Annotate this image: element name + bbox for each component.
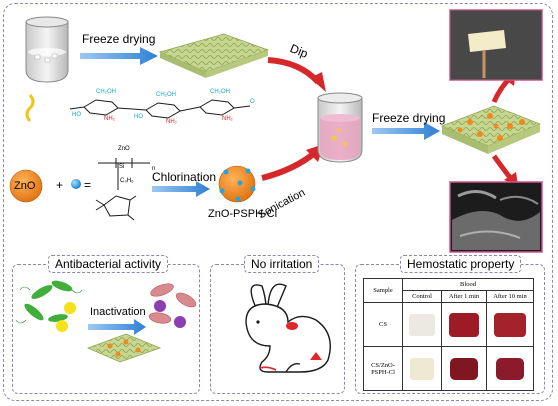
cell-cs-1min xyxy=(441,302,487,347)
chitosan-nh2-1: NH₂ xyxy=(104,116,115,122)
table-row-composite-label: CS/ZnO-PSPH-Cl xyxy=(363,346,403,391)
zno-psph-cl-particle xyxy=(218,165,256,203)
reagent-dot xyxy=(71,179,81,189)
table-col-10min: After 10 min xyxy=(486,290,534,303)
table-col-control: Control xyxy=(402,290,442,303)
monomer-structure xyxy=(95,158,150,221)
label-equals: = xyxy=(84,178,92,192)
dead-bacteria xyxy=(148,283,197,324)
chitosan-nh2-2: NH₂ xyxy=(166,119,177,125)
table-col-1min: After 1 min xyxy=(441,290,487,303)
chitosan-ch2oh-1: CH₂OH xyxy=(96,89,116,95)
monomer-n-label: n xyxy=(152,166,156,172)
panel-title-hemostatic: Hemostatic property xyxy=(400,255,522,273)
purple-dots xyxy=(154,300,186,328)
chitosan-ch2oh-2: CH₂OH xyxy=(156,92,176,98)
cell-comp-1min xyxy=(441,346,487,391)
cell-comp-control xyxy=(402,346,442,391)
zno-ball xyxy=(9,169,43,203)
panel-title-no-irritation: No irritation xyxy=(244,255,320,273)
monomer-zno-label: ZnO xyxy=(118,146,130,152)
chitosan-ho-2: HO xyxy=(134,114,143,120)
chitosan-ho-1: HO xyxy=(72,112,81,118)
label-freeze-drying-top: Freeze drying xyxy=(82,32,156,46)
arrow-freeze-drying-top xyxy=(80,47,158,65)
monomer-c3h6-label: C₃H₆ xyxy=(120,178,134,184)
cell-comp-10min xyxy=(486,346,534,391)
beaker-2 xyxy=(317,92,363,163)
table-header-sample: Sample xyxy=(363,278,403,303)
monomer-si-label: Si xyxy=(119,164,125,170)
arrow-chlorination xyxy=(152,181,210,197)
cell-cs-control xyxy=(402,302,442,347)
outer-frame xyxy=(3,3,553,401)
hemostatic-table: Sample Blood Control After 1 min After 1… xyxy=(363,278,534,391)
cell-cs-10min xyxy=(486,302,534,347)
label-plus: + xyxy=(56,178,64,192)
rabbit-drawing xyxy=(245,283,331,373)
label-zno-psph-cl: ZnO-PSPH-Cl xyxy=(208,208,278,220)
composite-sponge xyxy=(440,105,542,154)
chitosan-chain xyxy=(69,99,251,119)
table-header-blood: Blood xyxy=(402,278,534,291)
green-bacteria xyxy=(24,280,73,322)
arrow-freeze-drying-mid xyxy=(372,122,440,140)
table-row-cs-label: CS xyxy=(363,302,403,347)
panel-title-antibacterial: Antibacterial activity xyxy=(48,255,169,273)
label-inactivation: Inactivation xyxy=(90,306,146,318)
chitosan-nh2-3: NH₂ xyxy=(222,116,233,122)
arrow-inactivation xyxy=(88,319,146,335)
label-zno: ZnO xyxy=(14,180,36,192)
chitosan-ch2oh-3: CH₂OH xyxy=(210,89,230,95)
sponge-photo xyxy=(449,9,543,81)
beaker-1 xyxy=(25,16,69,83)
yellow-dots xyxy=(56,302,76,332)
label-chlorination: Chlorination xyxy=(152,170,217,184)
sem-image xyxy=(449,181,543,253)
chitosan-o: O xyxy=(250,99,255,105)
label-freeze-drying-mid: Freeze drying xyxy=(372,111,446,125)
yellow-wave xyxy=(25,94,35,122)
